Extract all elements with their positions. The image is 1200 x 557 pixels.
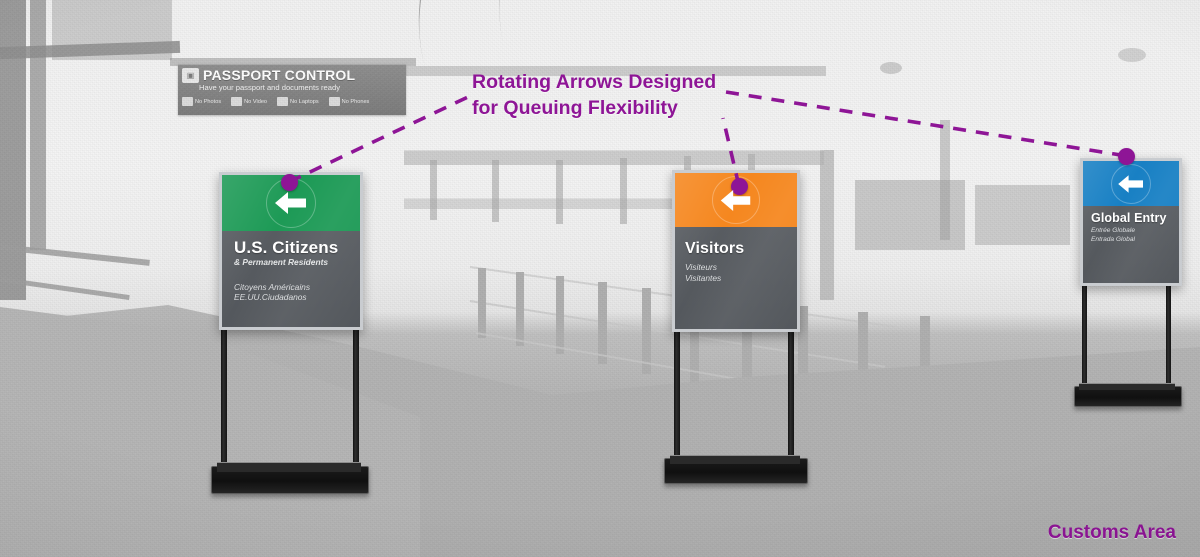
queue-post-8	[798, 306, 808, 402]
booth-post-1	[430, 160, 437, 220]
background-column-left-1	[0, 0, 26, 300]
no-photos-icon	[182, 97, 193, 107]
sign-body-visitors: Visitors Visiteurs Visitantes	[675, 227, 797, 329]
callout-dot-global-entry	[1118, 148, 1135, 165]
queue-post-5	[642, 288, 651, 374]
background-ceiling-disc-2	[1118, 48, 1146, 62]
stand-leg-right	[353, 182, 359, 482]
stand-base-top	[670, 455, 800, 464]
queue-post-7	[742, 300, 752, 394]
sign-title: Visitors	[685, 240, 745, 257]
sign-panel-visitors[interactable]: Visitors Visiteurs Visitantes	[672, 170, 800, 332]
annotation-line-2: for Queuing Flexibility	[472, 96, 678, 119]
sign-body-global-entry: Global Entry Entrée Globale Entrada Glob…	[1083, 206, 1179, 283]
stand-leg-left	[221, 182, 227, 482]
background-column-right-1	[820, 150, 834, 300]
booth-post-2	[492, 160, 499, 222]
rule-label: No Laptops	[290, 98, 319, 105]
sign-us-citizens[interactable]: U.S. Citizens & Permanent Residents Cito…	[205, 172, 380, 502]
no-phones-icon	[328, 97, 340, 107]
arrow-left-icon	[275, 192, 306, 214]
callout-dot-us-citizens	[281, 174, 298, 191]
queue-post-3	[556, 276, 564, 354]
queue-post-2	[516, 272, 524, 346]
passport-control-banner: ▣ PASSPORT CONTROL Have your passport an…	[178, 64, 406, 115]
sign-translation-es: Visitantes	[685, 272, 722, 283]
booth-post-3	[556, 160, 563, 224]
arrow-ring	[1111, 163, 1151, 204]
sign-visitors[interactable]: Visitors Visiteurs Visitantes	[662, 170, 812, 488]
passport-icon: ▣	[182, 68, 199, 83]
stand-base-top	[217, 462, 361, 472]
rule-label: No Photos	[195, 98, 222, 105]
sign-body-us-citizens: U.S. Citizens & Permanent Residents Cito…	[222, 231, 360, 327]
no-laptops-icon	[277, 97, 289, 107]
scene-caption: Customs Area	[1047, 522, 1176, 543]
sign-title: Global Entry	[1091, 211, 1167, 225]
no-video-icon	[231, 97, 243, 107]
rule-label: No Video	[244, 98, 268, 105]
sign-translation-fr: Citoyens Américains	[234, 281, 311, 292]
background-ceiling-disc	[880, 62, 902, 74]
queue-post-6	[690, 294, 699, 384]
sign-panel-us-citizens[interactable]: U.S. Citizens & Permanent Residents Cito…	[219, 172, 363, 330]
background-mezzanine	[406, 66, 826, 76]
sign-translation-es: EE.UU.Ciudadanos	[234, 292, 307, 303]
queue-post-10	[920, 316, 930, 410]
sign-header-visitors	[675, 173, 797, 227]
sign-translation-fr: Entrée Globale	[1091, 227, 1135, 235]
annotation-line-1: Rotating Arrows Designed	[472, 71, 717, 93]
annotation-label: Rotating Arrows Designed for Queuing Fle…	[472, 70, 732, 122]
background-booth-right-2	[975, 185, 1070, 245]
background-column-left-2	[30, 0, 46, 250]
sign-translation-fr: Visiteurs	[685, 261, 717, 272]
stand-base-top	[1079, 383, 1175, 390]
background-ceiling-band	[170, 58, 416, 66]
background-booth-right	[855, 180, 965, 250]
sign-translation-es: Entrada Global	[1091, 235, 1135, 243]
rule-no-video: No Video	[231, 97, 268, 107]
callout-dot-visitors	[731, 178, 748, 195]
passport-control-subtitle: Have your passport and documents ready	[199, 83, 340, 92]
sign-global-entry[interactable]: Global Entry Entrée Globale Entrada Glob…	[1072, 158, 1184, 416]
queue-post-1	[478, 268, 486, 338]
queue-post-4	[598, 282, 607, 364]
arrow-left-icon	[1118, 174, 1143, 193]
passport-control-title: PASSPORT CONTROL	[203, 67, 356, 84]
sign-stand-us-citizens	[205, 172, 380, 502]
sign-subtitle: & Permanent Residents	[234, 256, 329, 267]
queue-post-9	[858, 312, 868, 408]
rule-label: No Phones	[341, 98, 370, 105]
booth-post-4	[620, 158, 627, 224]
rule-no-photos: No Photos	[182, 97, 222, 107]
inspection-counter-2	[404, 198, 704, 209]
rule-no-phones: No Phones	[328, 97, 370, 107]
sign-title: U.S. Citizens	[234, 238, 339, 257]
passport-control-rules: No Photos No Video No Laptops No Phones	[182, 97, 406, 107]
arrow-left-icon	[720, 189, 751, 211]
rule-no-laptops: No Laptops	[277, 97, 319, 107]
sign-panel-global-entry[interactable]: Global Entry Entrée Globale Entrada Glob…	[1080, 158, 1182, 286]
sign-header-global-entry	[1083, 161, 1179, 206]
inspection-counter-1	[404, 150, 824, 165]
